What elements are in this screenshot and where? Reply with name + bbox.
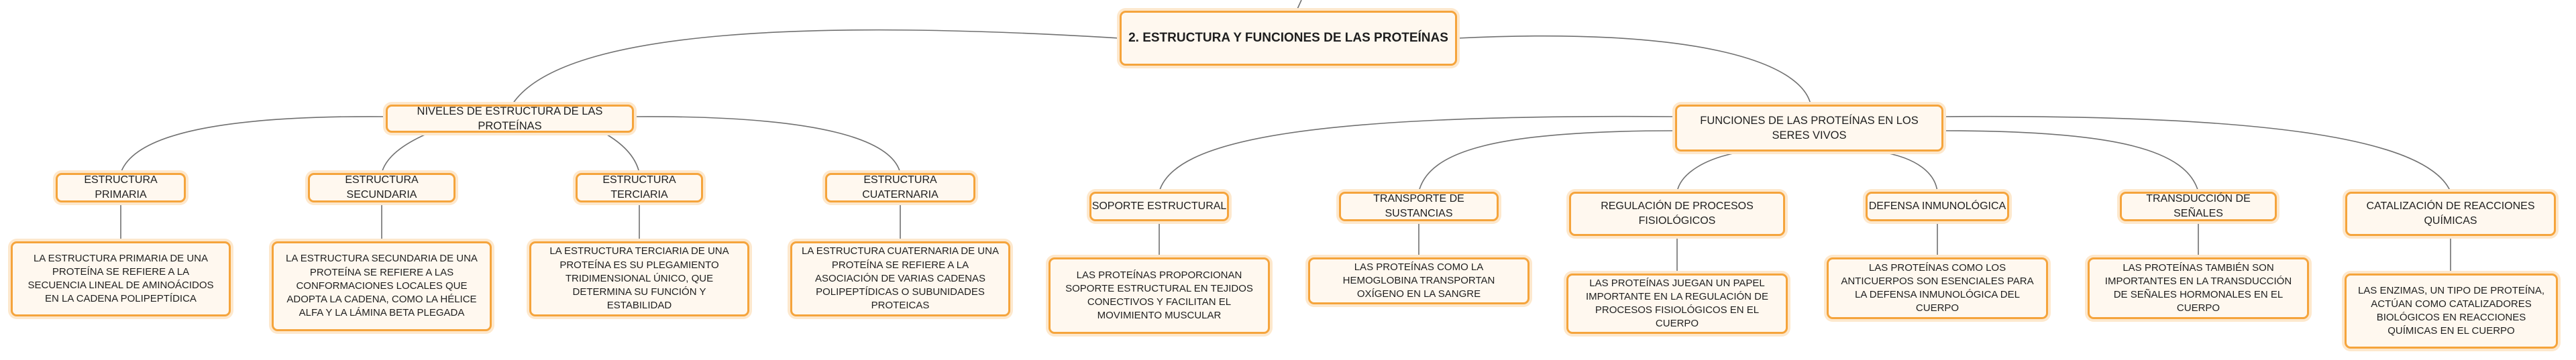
topic-catalizacion-reacciones[interactable]: CATALIZACIÓN DE REACCIONES QUÍMICAS: [2345, 192, 2556, 236]
connector-functions-transduccion: [1943, 130, 2199, 192]
connector-root-functions: [1456, 35, 1812, 108]
detail-estructura-primaria[interactable]: LA ESTRUCTURA PRIMARIA DE UNA PROTEÍNA S…: [11, 241, 231, 316]
branch-funciones-proteinas[interactable]: FUNCIONES DE LAS PROTEÍNAS EN LOS SERES …: [1675, 105, 1943, 152]
detail-soporte-estructural[interactable]: LAS PROTEÍNAS PROPORCIONAN SOPORTE ESTRU…: [1049, 257, 1270, 334]
connector-functions-catalizacion: [1943, 115, 2451, 192]
connector-levels-secundaria: [381, 132, 430, 174]
connector-levels-cuaternaria: [633, 116, 901, 174]
detail-estructura-secundaria[interactable]: LA ESTRUCTURA SECUNDARIA DE UNA PROTEÍNA…: [272, 241, 492, 331]
topic-transporte-sustancias[interactable]: TRANSPORTE DE SUSTANCIAS: [1339, 192, 1499, 221]
topic-estructura-primaria[interactable]: ESTRUCTURA PRIMARIA: [56, 173, 186, 202]
connector-functions-soporte: [1159, 115, 1676, 192]
topic-transduccion-senales[interactable]: TRANSDUCCIÓN DE SEÑALES: [2120, 192, 2277, 221]
connector-levels-primaria: [120, 116, 386, 174]
connector-levels-terciaria: [603, 132, 640, 174]
topic-estructura-cuaternaria[interactable]: ESTRUCTURA CUATERNARIA: [825, 173, 975, 202]
detail-regulacion-procesos[interactable]: LAS PROTEÍNAS JUEGAN UN PAPEL IMPORTANTE…: [1566, 274, 1788, 334]
connector-functions-defensa: [1878, 151, 1938, 192]
topic-estructura-secundaria[interactable]: ESTRUCTURA SECUNDARIA: [308, 173, 455, 202]
detail-transporte-sustancias[interactable]: LAS PROTEÍNAS COMO LA HEMOGLOBINA TRANSP…: [1308, 257, 1529, 304]
connector-functions-transporte: [1418, 130, 1676, 192]
detail-estructura-terciaria[interactable]: LA ESTRUCTURA TERCIARIA DE UNA PROTEÍNA …: [529, 241, 749, 316]
connector-root-levels: [510, 29, 1120, 108]
connector-functions-regulacion: [1676, 151, 1745, 192]
branch-niveles-estructura[interactable]: NIVELES DE ESTRUCTURA DE LAS PROTEÍNAS: [386, 105, 634, 133]
topic-soporte-estructural[interactable]: SOPORTE ESTRUCTURAL: [1089, 192, 1229, 221]
root-topic[interactable]: 2. ESTRUCTURA Y FUNCIONES DE LAS PROTEÍN…: [1120, 11, 1457, 66]
topic-regulacion-procesos[interactable]: REGULACIÓN DE PROCESOS FISIOLÓGICOS: [1569, 192, 1785, 236]
topic-estructura-terciaria[interactable]: ESTRUCTURA TERCIARIA: [576, 173, 703, 202]
detail-transduccion-senales[interactable]: LAS PROTEÍNAS TAMBIÉN SON IMPORTANTES EN…: [2088, 257, 2309, 319]
topic-defensa-inmunologica[interactable]: DEFENSA INMUNOLÓGICA: [1866, 192, 2009, 221]
detail-catalizacion-reacciones[interactable]: LAS ENZIMAS, UN TIPO DE PROTEÍNA, ACTÚAN…: [2345, 274, 2558, 349]
detail-estructura-cuaternaria[interactable]: LA ESTRUCTURA CUATERNARIA DE UNA PROTEÍN…: [790, 241, 1010, 316]
detail-defensa-inmunologica[interactable]: LAS PROTEÍNAS COMO LOS ANTICUERPOS SON E…: [1827, 257, 2048, 319]
